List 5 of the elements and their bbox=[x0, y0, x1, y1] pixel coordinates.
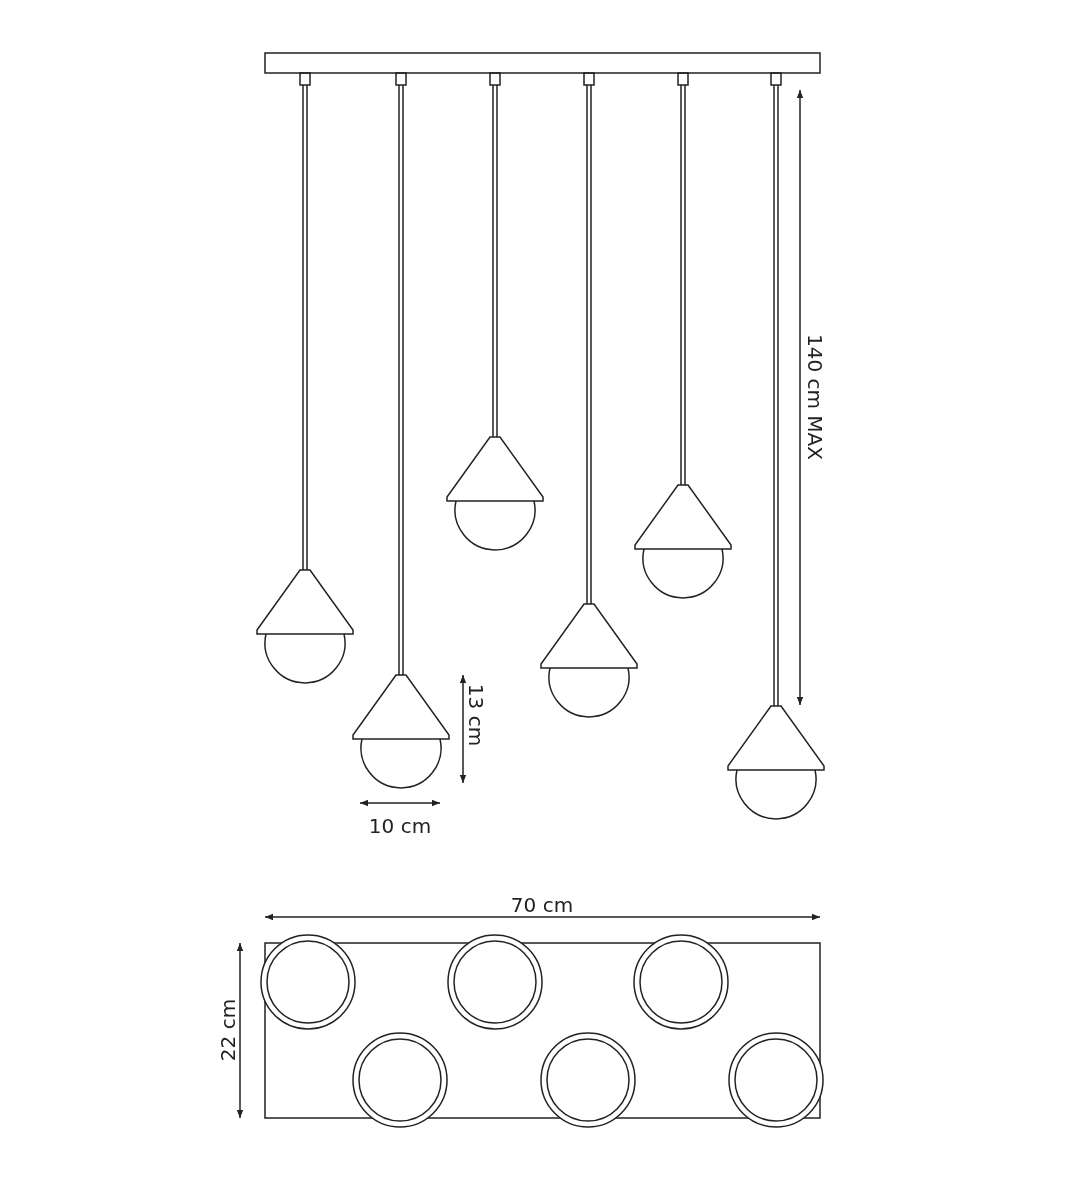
dimension-label: 70 cm bbox=[510, 895, 574, 915]
dimension-label: 140 cm MAX bbox=[805, 334, 825, 460]
dimension-label: 13 cm bbox=[466, 683, 486, 747]
dimension-label: 10 cm bbox=[368, 816, 432, 836]
dimension-label: 22 cm bbox=[218, 998, 238, 1062]
